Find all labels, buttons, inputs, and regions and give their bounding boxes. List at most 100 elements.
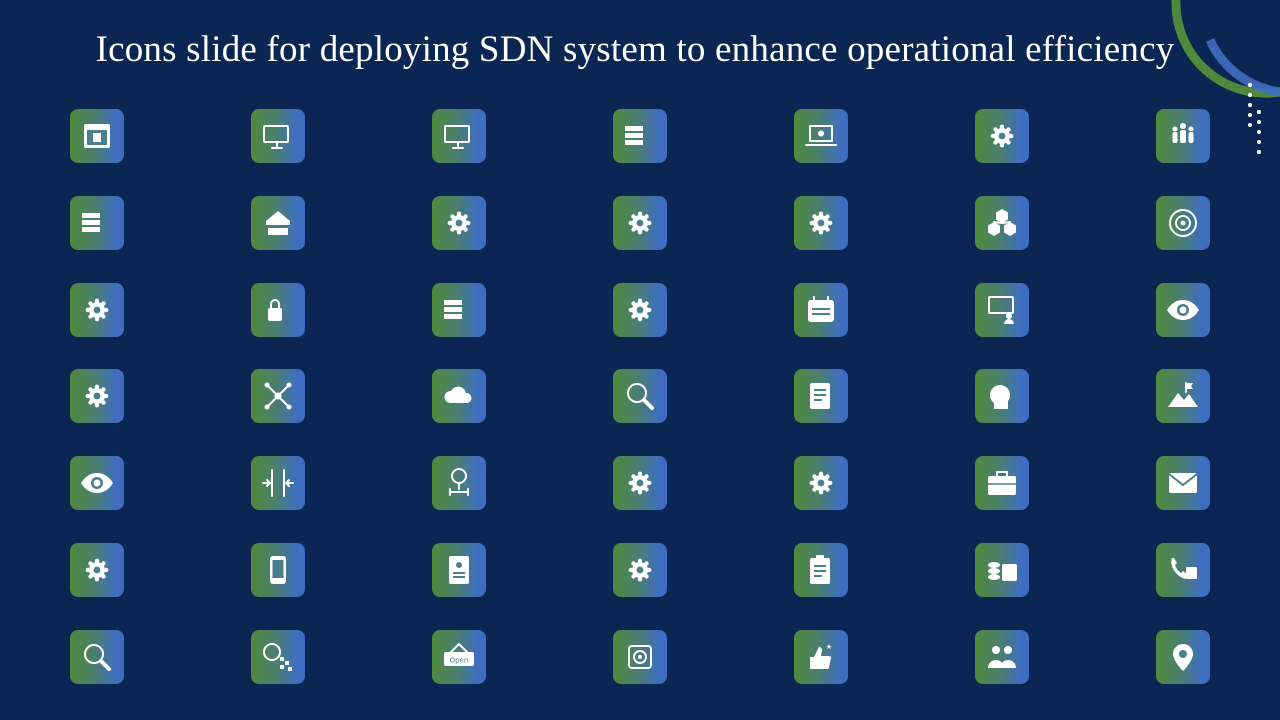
network-nodes-tile [251, 369, 305, 423]
briefcase-tile [975, 456, 1029, 510]
cloud-circuit-tile [432, 369, 486, 423]
gears-flow-icon [85, 558, 109, 582]
phone-contact-tile [251, 543, 305, 597]
code-monitor-gear-icon [263, 125, 289, 149]
team-group-tile [1156, 109, 1210, 163]
svg-text:Open: Open [450, 657, 469, 665]
connected-cubes-tile [975, 196, 1029, 250]
monitor-gear-tile [432, 109, 486, 163]
code-monitor-gear-tile [251, 109, 305, 163]
building-eye-icon [1167, 300, 1199, 320]
network-nodes-icon [264, 382, 292, 410]
eye-search-icon [627, 383, 654, 410]
gear-clock-icon [85, 298, 109, 322]
server-lock-icon [444, 300, 462, 319]
server-gear-icon [82, 213, 100, 232]
team-group-icon [1172, 123, 1194, 143]
hand-cycle-gear-tile [613, 456, 667, 510]
group-speech-icon [988, 646, 1016, 668]
document-edit-tile [794, 369, 848, 423]
location-pin-tile [1156, 630, 1210, 684]
search-chart-tile [70, 630, 124, 684]
browser-window-icon [84, 124, 110, 148]
globe-network-icon [449, 468, 469, 496]
globe-network-tile [432, 456, 486, 510]
infinity-gears-icon [990, 124, 1014, 148]
location-pin-icon [1173, 644, 1193, 671]
gear-network-icon [628, 298, 652, 322]
cctv-camera-tile [613, 630, 667, 684]
slide-title: Icons slide for deploying SDN system to … [95, 29, 1175, 70]
open-sign-tile: Open [432, 630, 486, 684]
decorative-dots [1248, 83, 1261, 154]
envelope-tile [1156, 456, 1210, 510]
open-sign-icon: Open [444, 643, 474, 666]
target-group-icon [1169, 209, 1197, 237]
hands-gear-icon [809, 211, 833, 235]
gear-clock-tile [70, 283, 124, 337]
eye-search-tile [613, 369, 667, 423]
connected-cubes-icon [988, 209, 1016, 236]
id-card-icon [449, 556, 469, 584]
briefcase-icon [988, 471, 1016, 495]
cloud-circuit-icon [444, 386, 472, 403]
laptop-eye-tile [794, 109, 848, 163]
infinity-gears-tile [975, 109, 1029, 163]
server-cloud-sync-tile [613, 109, 667, 163]
refresh-gear-icon [447, 211, 471, 235]
gears-flow-tile [70, 543, 124, 597]
eye-tile [70, 456, 124, 510]
presentation-user-icon [988, 296, 1014, 324]
group-speech-tile [975, 630, 1029, 684]
target-group-tile [1156, 196, 1210, 250]
hands-gear-tile [794, 196, 848, 250]
calendar-shield-icon [808, 296, 834, 322]
search-chart-icon [84, 644, 111, 671]
house-network-icon [266, 211, 290, 235]
laptop-eye-icon [805, 125, 837, 146]
thumbs-up-stars-icon [810, 644, 832, 669]
wifi-router-lock-icon [268, 299, 282, 321]
clipboard-checklist-icon [810, 555, 830, 584]
id-card-tile [432, 543, 486, 597]
calendar-shield-tile [794, 283, 848, 337]
refresh-gear-tile [432, 196, 486, 250]
phone-contact-card-icon [1171, 558, 1197, 579]
corner-accent-arc [1171, 0, 1280, 98]
server-lock-tile [432, 283, 486, 337]
coins-money-tile [975, 543, 1029, 597]
globe-pixels-icon [263, 643, 292, 671]
hand-gear-small-tile [613, 543, 667, 597]
mountain-flag-tile [1156, 369, 1210, 423]
thumbs-up-stars-tile [794, 630, 848, 684]
presentation-user-tile [975, 283, 1029, 337]
phone-contact-card-tile [1156, 543, 1210, 597]
head-scale-icon [990, 385, 1010, 409]
icon-grid: Open [70, 109, 1211, 684]
document-edit-icon [810, 383, 830, 409]
cctv-camera-icon [628, 645, 652, 669]
hand-gear-small-icon [628, 558, 652, 582]
compress-arrows-tile [251, 456, 305, 510]
team-gear-tile [794, 456, 848, 510]
coins-money-icon [988, 562, 1017, 581]
globe-pixels-tile [251, 630, 305, 684]
cloud-network-gear-icon [628, 211, 652, 235]
server-cloud-sync-icon [625, 126, 643, 145]
clipboard-checklist-tile [794, 543, 848, 597]
team-gear-icon [809, 471, 833, 495]
server-gear-tile [70, 196, 124, 250]
hand-cycle-gear-icon [628, 471, 652, 495]
gear-network-tile [613, 283, 667, 337]
browser-window-tile [70, 109, 124, 163]
house-network-tile [251, 196, 305, 250]
hand-gear-tile [70, 369, 124, 423]
building-eye-tile [1156, 283, 1210, 337]
head-scale-tile [975, 369, 1029, 423]
phone-contact-icon [270, 556, 286, 584]
mountain-flag-icon [1168, 382, 1198, 407]
cloud-network-gear-tile [613, 196, 667, 250]
monitor-gear-icon [444, 125, 470, 149]
wifi-router-lock-tile [251, 283, 305, 337]
envelope-icon [1168, 473, 1198, 493]
